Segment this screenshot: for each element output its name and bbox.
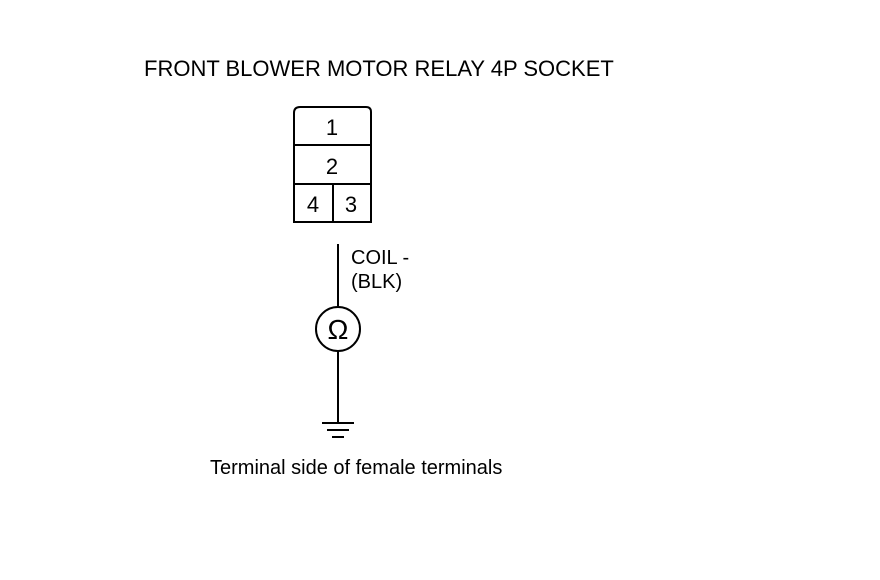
cavity-label-1: 1: [326, 115, 338, 140]
ground-icon: [322, 422, 354, 438]
cavity-label-4: 4: [307, 192, 319, 217]
wire-color-label: (BLK): [351, 271, 402, 293]
ohm-symbol: Ω: [328, 314, 349, 345]
connector-outline: [293, 106, 372, 223]
diagram-title: FRONT BLOWER MOTOR RELAY 4P SOCKET: [144, 56, 614, 81]
wire-name-label: COIL -: [351, 247, 409, 269]
relay-socket-connector: 1 2 4 3: [293, 106, 372, 223]
cavity-label-2: 2: [326, 154, 338, 179]
diagram-caption: Terminal side of female terminals: [210, 457, 502, 479]
cavity-label-3: 3: [345, 192, 357, 217]
ohmmeter-icon: Ω: [315, 306, 361, 352]
